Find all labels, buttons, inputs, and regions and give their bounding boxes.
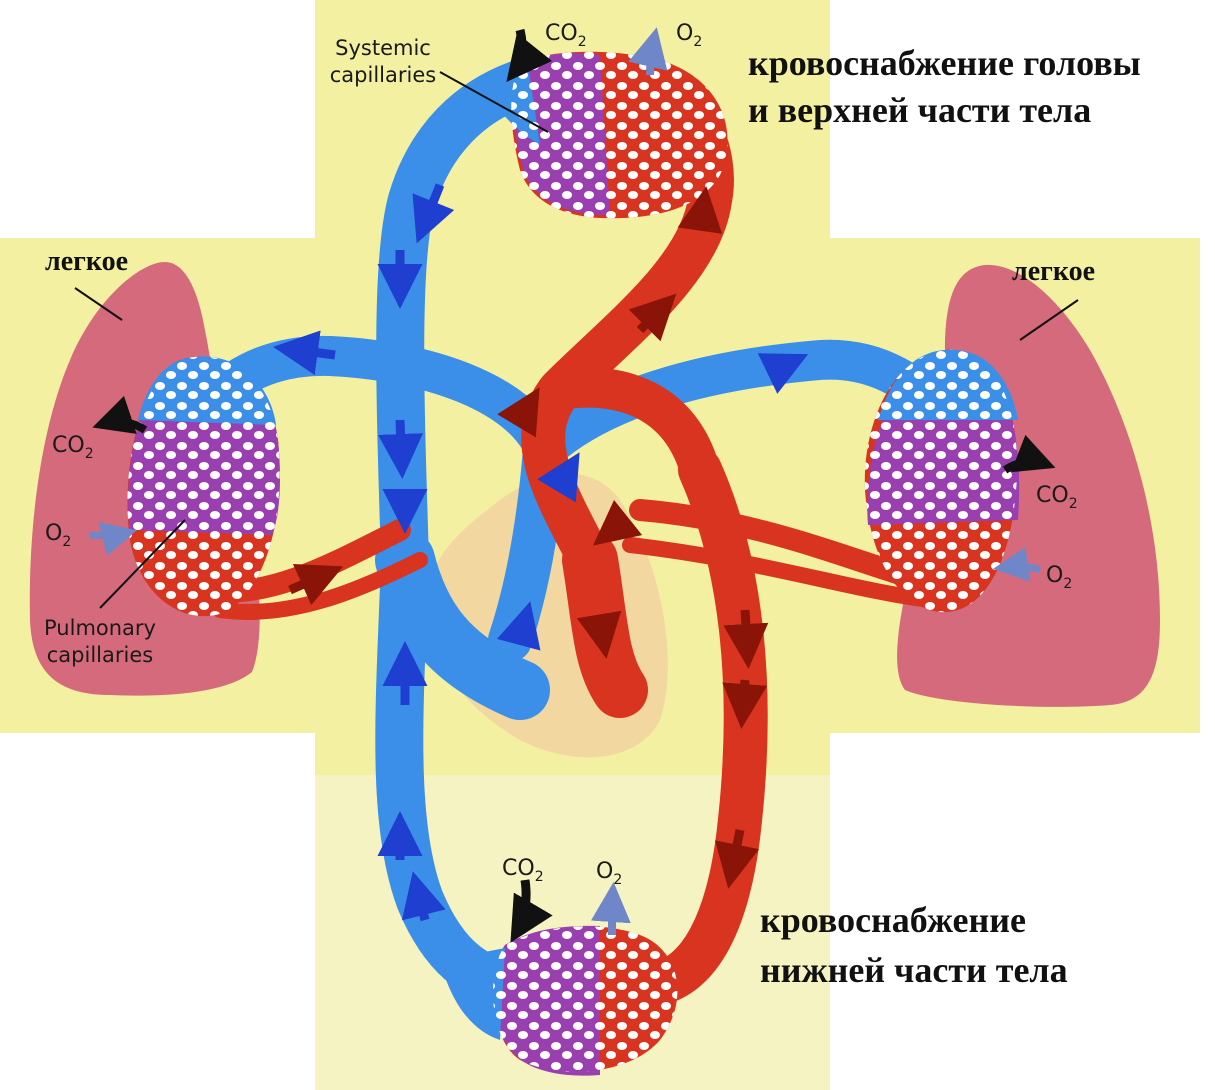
lower-supply-label-line1: кровоснабжение (760, 900, 1026, 940)
pulmonary-capillaries-label-line2: capillaries (47, 643, 153, 667)
systemic-capillaries-label-line1: Systemic (335, 36, 431, 60)
head-supply-label-line1: кровоснабжение головы (748, 43, 1141, 83)
systemic-capillaries-label-line2: capillaries (330, 63, 436, 87)
lower-supply-label-line2: нижней части тела (760, 950, 1068, 990)
pulmonary-capillaries-left (127, 356, 280, 616)
head-supply-label-line2: и верхней части тела (748, 90, 1091, 130)
pulmonary-capillaries-label-line1: Pulmonary (44, 616, 156, 640)
left-lung-label: легкое (45, 246, 128, 277)
right-lung-label: легкое (1012, 256, 1095, 287)
